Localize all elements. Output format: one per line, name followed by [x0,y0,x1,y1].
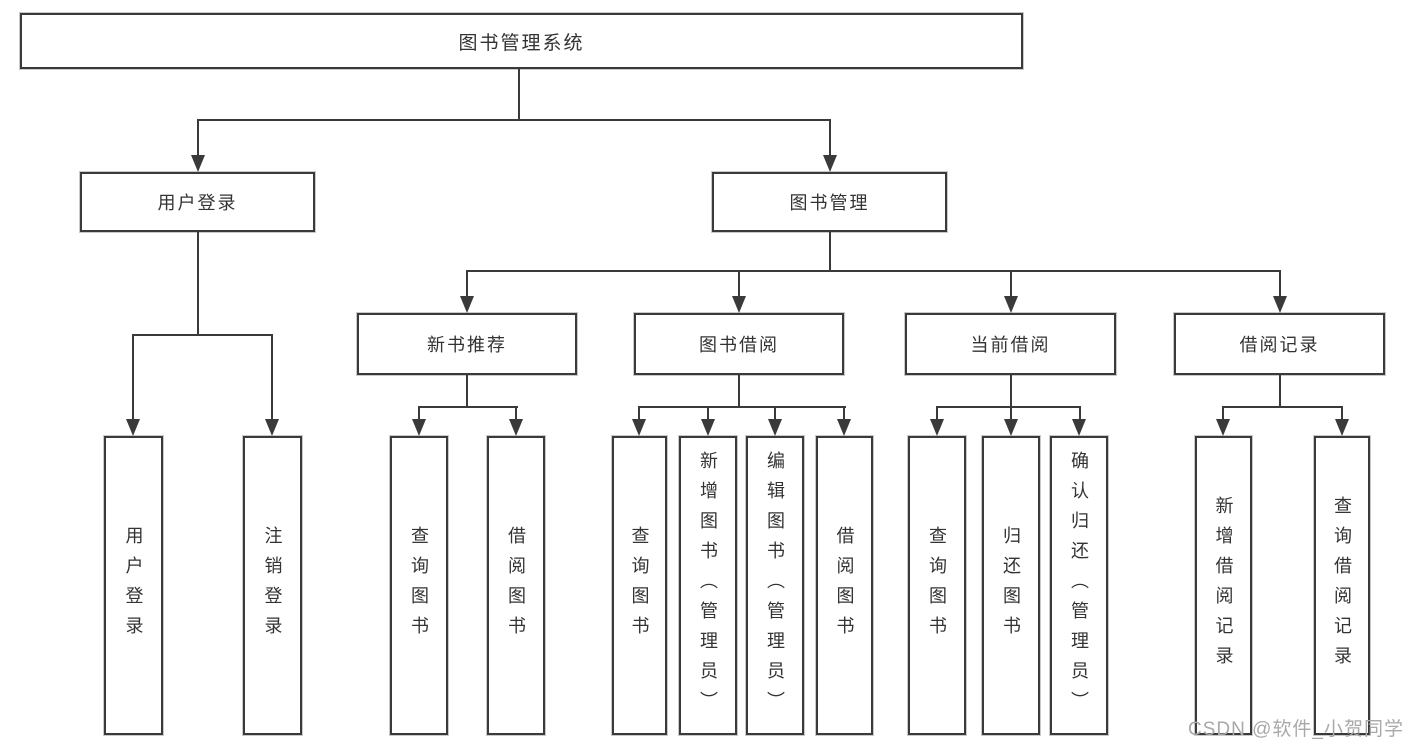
leaf-query-books-recommend: 查询图书 [390,436,448,735]
arrow-down-icon [930,419,944,436]
arrow-down-icon [1273,296,1287,313]
connector-line [738,272,740,298]
arrow-down-icon [837,419,851,436]
node-current-borrowing: 当前借阅 [905,313,1116,375]
connector-line [418,408,420,421]
node-label: 用户登录 [123,525,144,646]
connector-line [1010,408,1012,421]
connector-line [518,69,520,120]
connector-line [197,121,199,157]
arrow-down-icon [1072,419,1086,436]
connector-line [1079,408,1081,421]
connector-line [466,270,1281,272]
node-label: 图书管理 [789,193,870,213]
node-label: 借阅记录 [1239,335,1320,355]
arrow-down-icon [509,419,523,436]
node-label: 注销登录 [262,525,283,646]
leaf-add-borrow-record: 新增借阅记录 [1195,436,1252,735]
leaf-borrow-books-recommend: 借阅图书 [487,436,545,735]
connector-line [1010,375,1012,407]
arrow-down-icon [823,155,837,172]
connector-line [1010,272,1012,298]
connector-line [132,334,273,336]
connector-line [936,408,938,421]
connector-line [829,232,831,271]
node-label: 用户登录 [157,193,238,213]
arrow-down-icon [632,419,646,436]
arrow-down-icon [126,419,140,436]
node-user-login: 用户登录 [80,172,315,232]
connector-line [418,406,518,408]
leaf-user-login: 用户登录 [104,436,163,735]
csdn-watermark: CSDN @软件_小贺同学 [1188,719,1404,740]
leaf-edit-books-admin: 编辑图书（管理员） [746,436,804,735]
connector-line [1279,272,1281,298]
connector-line [466,375,468,407]
connector-line [1279,375,1281,407]
node-book-management: 图书管理 [712,172,947,232]
connector-line [829,121,831,157]
node-new-book-recommendation: 新书推荐 [357,313,577,375]
node-label: 编辑图书（管理员） [765,450,785,721]
leaf-query-books-current: 查询图书 [908,436,966,735]
connector-line [707,408,709,421]
arrow-down-icon [732,296,746,313]
connector-line [1222,408,1224,421]
leaf-return-books: 归还图书 [982,436,1040,735]
connector-line [843,408,845,421]
arrow-down-icon [191,155,205,172]
connector-line [515,408,517,421]
arrow-down-icon [768,419,782,436]
connector-line [638,408,640,421]
leaf-query-borrow-record: 查询借阅记录 [1314,436,1370,735]
node-label: 归还图书 [1001,525,1021,646]
connector-line [271,336,273,421]
leaf-borrow-books-borrowing: 借阅图书 [816,436,873,735]
node-label: 图书借阅 [699,335,779,355]
arrow-down-icon [265,419,279,436]
leaf-confirm-return-admin: 确认归还（管理员） [1050,436,1108,735]
node-label: 借阅图书 [506,525,526,646]
connector-line [197,232,199,335]
arrow-down-icon [1216,419,1230,436]
arrow-down-icon [701,419,715,436]
node-book-borrowing: 图书借阅 [634,313,844,375]
connector-line [466,272,468,298]
connector-line [197,119,831,121]
node-label: 借阅图书 [834,525,855,646]
connector-line [936,406,1081,408]
arrow-down-icon [460,296,474,313]
leaf-add-books-admin: 新增图书（管理员） [679,436,737,735]
connector-line [132,336,134,421]
arrow-down-icon [412,419,426,436]
node-label: 新书推荐 [427,335,507,355]
arrow-down-icon [1335,419,1349,436]
node-label: 新增借阅记录 [1213,495,1234,676]
node-library-management-system: 图书管理系统 [20,13,1023,69]
connector-line [638,406,846,408]
node-label: 图书管理系统 [458,32,585,54]
connector-line [1341,408,1343,421]
leaf-logout: 注销登录 [243,436,302,735]
node-label: 查询借阅记录 [1332,495,1352,676]
node-label: 当前借阅 [970,335,1051,355]
node-label: 新增图书（管理员） [698,450,718,721]
arrow-down-icon [1004,419,1018,436]
node-label: 确认归还（管理员） [1069,450,1089,721]
node-label: 查询图书 [409,525,429,646]
arrow-down-icon [1004,296,1018,313]
connector-line [1222,406,1343,408]
node-label: 查询图书 [927,525,947,646]
leaf-query-books-borrowing: 查询图书 [612,436,667,735]
node-borrowing-records: 借阅记录 [1174,313,1385,375]
connector-line [774,408,776,421]
node-label: 查询图书 [629,525,650,646]
connector-line [738,375,740,407]
